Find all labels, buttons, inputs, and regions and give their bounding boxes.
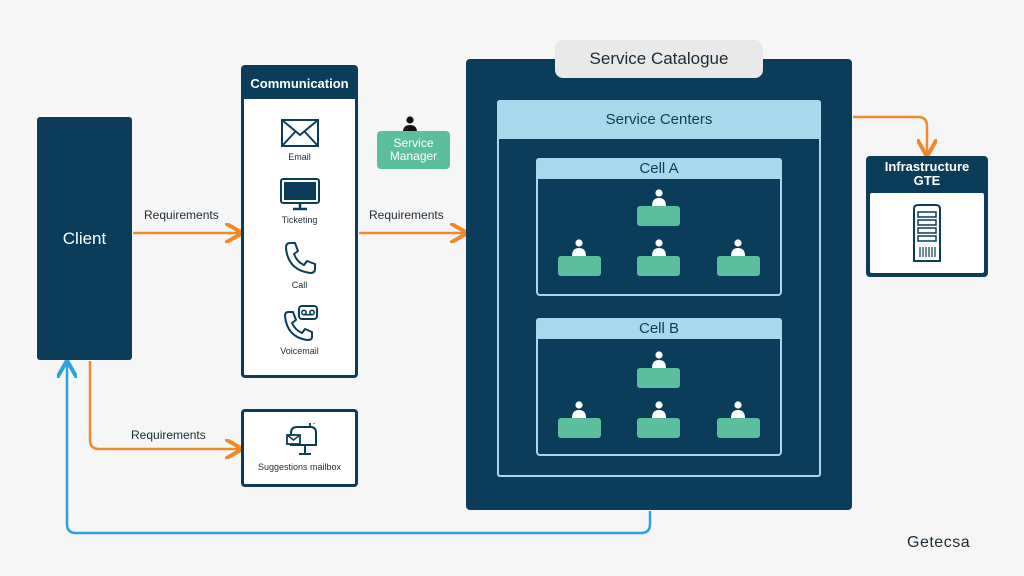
brand-logo: Getecsa <box>907 534 971 551</box>
channel-label: Voicemail <box>280 346 319 356</box>
channel-voicemail: Voicemail <box>244 304 355 356</box>
service-manager-line2: Manager <box>389 149 438 163</box>
communication-title: Communication <box>243 67 356 99</box>
edge-label-comm-to-catalogue: Requirements <box>369 208 444 222</box>
cell-a-title: Cell A <box>536 158 782 179</box>
edge-catalogue-to-infrastructure <box>853 115 927 154</box>
channel-label: Ticketing <box>281 215 318 225</box>
infrastructure-line2: GTE <box>913 172 941 188</box>
mailbox-icon <box>286 423 317 455</box>
edge-catalogue-to-client <box>67 363 652 535</box>
person-icon <box>652 239 666 256</box>
monitor-icon <box>279 178 320 211</box>
person-icon <box>731 239 745 256</box>
person-icon <box>652 189 666 206</box>
service-manager-line1: Service <box>393 136 434 150</box>
edge-client-to-mailbox <box>88 361 240 449</box>
client-node: Client <box>37 117 132 360</box>
infrastructure-title: Infrastructure GTE <box>866 156 988 191</box>
channel-call: Call <box>244 240 355 290</box>
person-icon <box>652 351 666 368</box>
person-icon <box>652 401 666 418</box>
service-catalogue-title: Service Catalogue <box>555 40 763 78</box>
channel-email: Email <box>244 118 355 162</box>
phone-icon <box>284 242 316 274</box>
suggestions-mailbox-panel: Suggestions mailbox <box>241 409 358 487</box>
person-icon <box>572 401 586 418</box>
person-icon <box>403 116 417 132</box>
edge-label-client-to-mailbox: Requirements <box>131 428 206 442</box>
person-icon <box>731 401 745 418</box>
person-icon <box>572 239 586 256</box>
client-label: Client <box>62 228 107 248</box>
server-icon <box>913 204 941 262</box>
infrastructure-body <box>870 193 984 273</box>
cell-b-title: Cell B <box>536 318 782 339</box>
service-centers-title: Service Centers <box>497 100 821 139</box>
channel-label: Email <box>288 152 311 162</box>
email-icon <box>280 119 319 147</box>
channel-label: Call <box>291 280 308 290</box>
edge-label-client-to-comm: Requirements <box>144 208 219 222</box>
communication-panel: Communication Email Ticketing Call Voice… <box>241 65 358 378</box>
infrastructure-line1: Infrastructure <box>884 158 970 174</box>
channel-ticketing: Ticketing <box>244 177 355 225</box>
voicemail-icon <box>283 305 318 341</box>
mailbox-label: Suggestions mailbox <box>257 462 342 472</box>
service-manager-node: Service Manager <box>377 131 450 169</box>
